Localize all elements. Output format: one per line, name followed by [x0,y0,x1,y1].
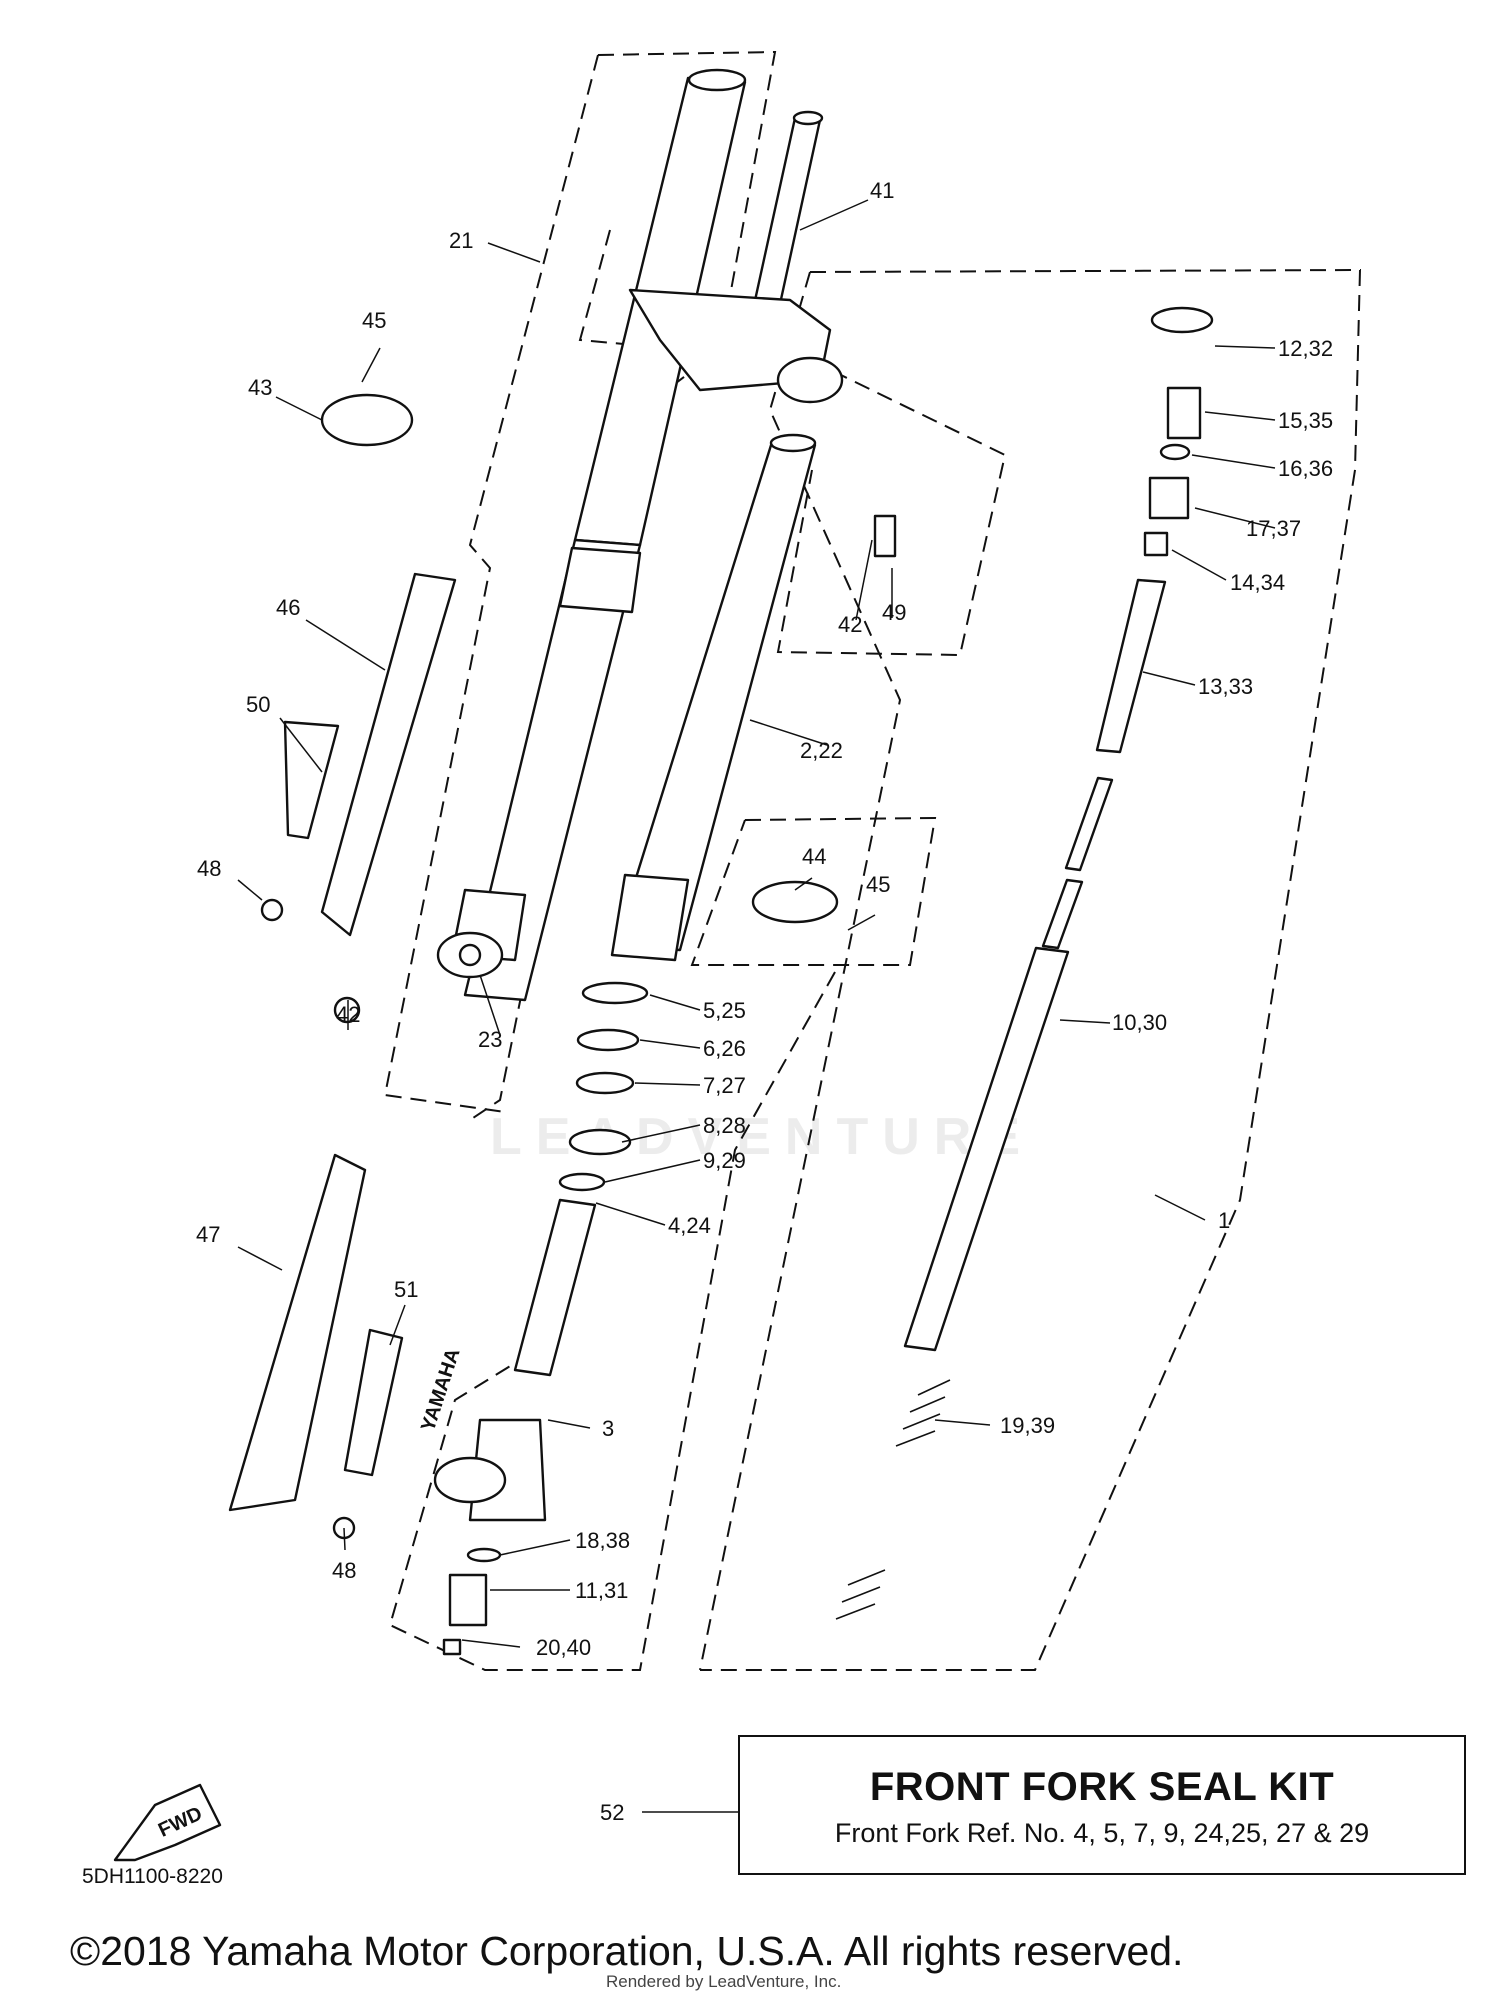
callout-9-29: 9,29 [703,1148,746,1173]
callout-8-28: 8,28 [703,1113,746,1138]
rendered-by-text: Rendered by LeadVenture, Inc. [606,1972,842,1991]
callout-19-39: 19,39 [1000,1413,1055,1438]
callout-21: 21 [449,228,473,253]
callout-45-mid: 45 [866,872,890,897]
callout-15-35: 15,35 [1278,408,1333,433]
diagram-code: 5DH1100-8220 [82,1865,223,1888]
callout-16-36: 16,36 [1278,456,1333,481]
leader-lines [237,199,1276,1813]
callout-13-33: 13,33 [1198,674,1253,699]
callout-45-top: 45 [362,308,386,333]
callout-41: 41 [870,178,894,203]
seals-bushings [442,981,649,1656]
callout-2-22: 2,22 [800,738,843,763]
callout-44: 44 [802,844,826,869]
callout-49: 49 [882,600,906,625]
callout-17-37: 17,37 [1246,516,1301,541]
callout-10-30: 10,30 [1112,1010,1167,1035]
seal-kit-subtitle: Front Fork Ref. No. 4, 5, 7, 9, 24,25, 2… [834,1818,1370,1848]
outer-tube-2-22 [610,433,817,962]
callout-4-24: 4,24 [668,1213,711,1238]
seal-kit-box: FRONT FORK SEAL KIT Front Fork Ref. No. … [738,1735,1466,1875]
callout-6-26: 6,26 [703,1036,746,1061]
callout-47: 47 [196,1222,220,1247]
steering-stem-41 [628,110,844,404]
callout-3: 3 [602,1416,614,1441]
callout-48-bottom: 48 [332,1558,356,1583]
callout-42-left: 42 [336,1002,360,1027]
yamaha-decal-text: YAMAHA [417,1346,464,1435]
seal-kit-title: FRONT FORK SEAL KIT [869,1765,1335,1809]
callout-7-27: 7,27 [703,1073,746,1098]
callout-48-top: 48 [197,856,221,881]
callout-14-34: 14,34 [1230,570,1285,595]
callout-46: 46 [276,595,300,620]
callout-labels: 21 41 45 43 12,32 15,35 16,36 17,37 14,3… [155,178,1333,1842]
callout-43: 43 [248,375,272,400]
callout-11-31: 11,31 [575,1578,628,1603]
callout-18-38: 18,38 [575,1528,630,1553]
callout-42-right: 42 [838,612,862,637]
callout-50: 50 [246,692,270,717]
axle-holder-3 [433,1198,597,1522]
damper-rod-1 [835,578,1167,1620]
fork-cap-parts [1143,306,1214,557]
fork-guards [228,393,897,1540]
callout-51: 51 [394,1277,418,1302]
dashed-outlines [383,50,1362,1671]
callout-1: 1 [1218,1208,1230,1233]
fwd-arrow [113,1783,222,1862]
callout-52: 52 [600,1800,624,1825]
copyright-notice: ©2018 Yamaha Motor Corporation, U.S.A. A… [70,1928,1184,1974]
callout-5-25: 5,25 [703,998,746,1023]
callout-23: 23 [478,1027,502,1052]
callout-12-32: 12,32 [1278,336,1333,361]
callout-20-40: 20,40 [536,1635,591,1660]
